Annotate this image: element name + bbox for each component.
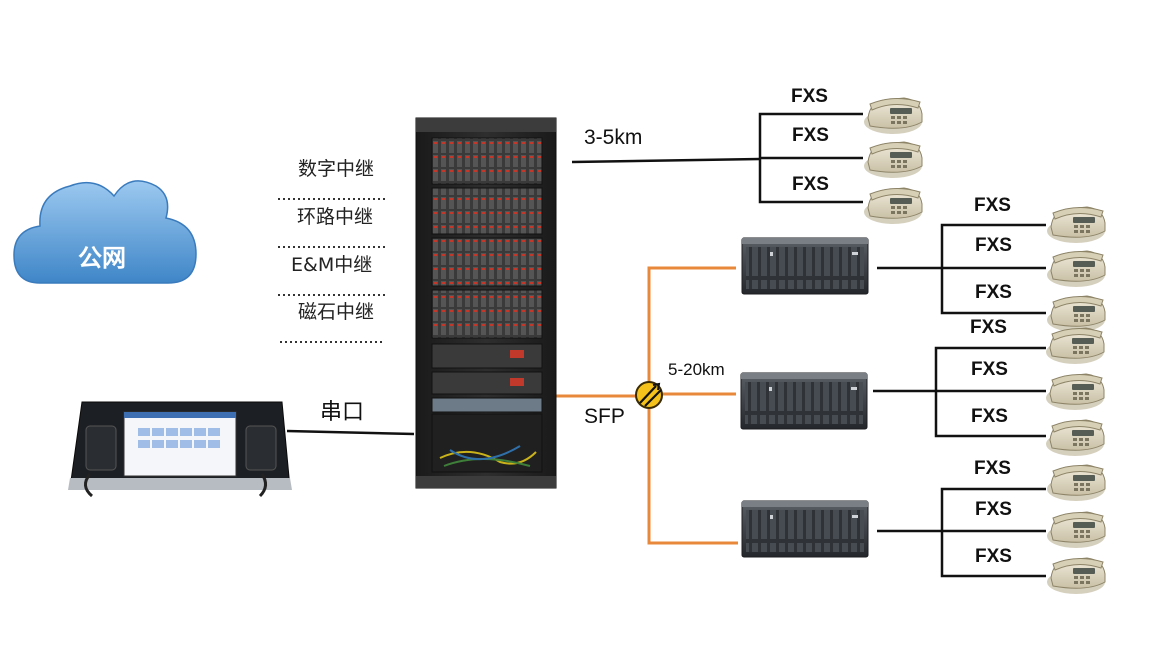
access-gateway-icon [740,237,869,558]
direct-link-line [571,157,761,164]
fxs-label: FXS [971,406,1008,427]
fxs-label: FXS [970,317,1007,338]
fxs-label: FXS [974,458,1011,479]
fxs-label: FXS [975,546,1012,567]
copper-links [286,112,1046,578]
fxs-label: FXS [792,174,829,195]
fxs-label: FXS [975,282,1012,303]
trunk-label-digital: 数字中继 [298,158,375,180]
direct-distance-label: 3-5km [584,126,643,149]
serial-port-label: 串口 [320,400,365,425]
server-rack-icon [415,117,557,489]
fxs-bracket-4 [940,487,1046,578]
fxs-label: FXS [791,86,828,107]
trunk-separators [278,198,385,343]
fxs-label: FXS [792,125,829,146]
trunk-label-magneto: 磁石中继 [298,301,375,323]
trunk-label-loop: 环路中继 [297,206,374,228]
cloud-icon [13,180,197,284]
fiber-distance-label: 5-20km [668,360,725,379]
fxs-label: FXS [974,195,1011,216]
optical-splitter-icon [635,381,663,409]
dispatch-console-icon [68,401,292,498]
cloud-label: 公网 [78,244,126,272]
fiber-trunk [647,266,738,545]
fxs-label: FXS [971,359,1008,380]
fiber-type-label: SFP [584,405,625,428]
trunk-label-em: E&M中继 [291,254,373,276]
fxs-label: FXS [975,499,1012,520]
fxs-label: FXS [975,235,1012,256]
serial-link-line [286,429,415,436]
